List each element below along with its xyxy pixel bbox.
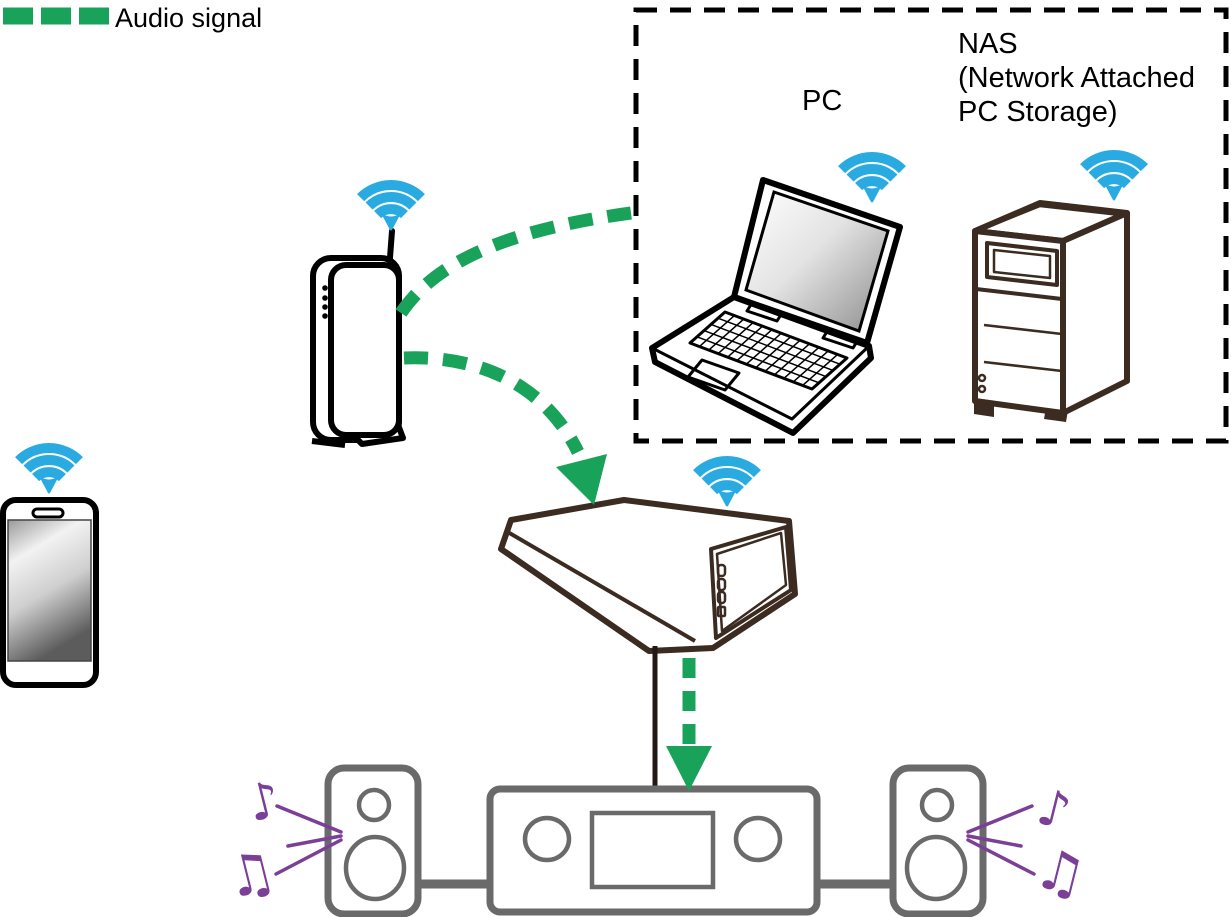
keyboard-key-line bbox=[755, 336, 792, 369]
player-side-panel-inner bbox=[715, 531, 788, 633]
audio-signal-arc-to-player bbox=[403, 351, 584, 455]
nas-label-line2: (Network Attached bbox=[958, 62, 1195, 94]
nas-top-bezel-line bbox=[982, 204, 1121, 231]
wifi-icon bbox=[697, 461, 758, 506]
receiver-knob-right bbox=[733, 815, 783, 863]
nas-front-divider bbox=[975, 287, 1063, 301]
player-front-crease bbox=[504, 529, 697, 643]
laptop-screen bbox=[744, 190, 890, 333]
keyboard-key-line bbox=[717, 317, 841, 365]
laptop-hinge-tab bbox=[821, 328, 860, 350]
keyboard-key-line bbox=[764, 339, 801, 372]
legend: Audio signal bbox=[3, 3, 262, 33]
music-note-icon: ♫ bbox=[218, 837, 282, 912]
keyboard-key-line bbox=[736, 329, 773, 362]
laptop-deck-edge bbox=[651, 344, 871, 421]
keyboard-key-line bbox=[703, 329, 827, 378]
receiver-display bbox=[589, 810, 716, 890]
router-led bbox=[322, 304, 328, 310]
smartphone bbox=[0, 448, 99, 688]
player-body bbox=[498, 497, 798, 654]
nas-led bbox=[977, 373, 987, 383]
keyboard-key-line bbox=[802, 353, 839, 387]
router-led bbox=[322, 313, 328, 319]
player-button bbox=[716, 605, 727, 618]
left-speaker-woofer bbox=[343, 834, 407, 902]
legend-label: Audio signal bbox=[115, 3, 262, 33]
laptop-touchpad bbox=[686, 358, 741, 392]
network-audio-player bbox=[498, 461, 798, 654]
wifi-icon bbox=[19, 448, 80, 493]
nas-drive-bay-inner bbox=[992, 248, 1052, 280]
music-note-icon: ♪ bbox=[1032, 778, 1077, 842]
phone-earpiece bbox=[31, 507, 65, 519]
audio-signal-arrowhead bbox=[556, 454, 607, 505]
wifi-icon bbox=[842, 157, 903, 202]
audio-system bbox=[324, 764, 987, 917]
sound-line bbox=[274, 838, 343, 876]
keyboard-key-line bbox=[696, 336, 820, 384]
keyboard-key-line bbox=[792, 350, 829, 383]
phone-screen bbox=[7, 519, 92, 662]
nas-label-line1: NAS bbox=[958, 28, 1018, 60]
wifi-icon bbox=[361, 185, 422, 230]
sound-line bbox=[966, 804, 1034, 834]
nas-label-line3: PC Storage) bbox=[958, 96, 1118, 128]
sound-line bbox=[966, 834, 1023, 848]
keyboard-key-line bbox=[773, 343, 810, 376]
sound-line bbox=[966, 838, 1036, 876]
audio-signal-arc-to-box bbox=[395, 206, 632, 317]
keyboard-key-line bbox=[783, 346, 820, 379]
router-front-face bbox=[328, 262, 402, 438]
router-led bbox=[322, 285, 328, 291]
keyboard-key-line bbox=[717, 322, 754, 355]
laptop-hinge-tab bbox=[745, 301, 784, 323]
keyboard-key-line bbox=[727, 325, 764, 358]
music-note-icon: ♪ bbox=[241, 770, 286, 834]
player-button bbox=[716, 590, 727, 605]
nas-label: NAS (Network Attached PC Storage) bbox=[958, 28, 1195, 128]
nas-drive-bay-bezel bbox=[985, 241, 1059, 287]
player-side-panel bbox=[709, 525, 793, 640]
laptop-keyboard-grid bbox=[696, 314, 841, 387]
pc-label: PC bbox=[802, 85, 842, 117]
wifi-icon bbox=[1084, 155, 1145, 200]
nas-server bbox=[972, 155, 1145, 422]
nas-side-face bbox=[1060, 210, 1130, 416]
nas-led bbox=[977, 384, 987, 394]
right-speaker-woofer bbox=[904, 834, 968, 902]
sound-output-right: ♪ ♫ bbox=[966, 778, 1093, 911]
sound-output-left: ♪ ♫ bbox=[218, 770, 343, 913]
keyboard-key-line bbox=[745, 332, 782, 365]
keyboard-key-line bbox=[708, 318, 745, 351]
nas-bay-line bbox=[983, 323, 1063, 336]
left-speaker-tweeter bbox=[356, 787, 392, 823]
router-foot-line bbox=[311, 438, 346, 448]
sound-line bbox=[275, 804, 343, 834]
sound-line bbox=[286, 834, 343, 848]
nas-bay-line bbox=[983, 360, 1063, 373]
laptop-keyboard bbox=[688, 310, 849, 391]
router-led bbox=[322, 295, 328, 301]
right-speaker-tweeter bbox=[919, 787, 955, 823]
audio-signal-arrowhead bbox=[666, 746, 712, 791]
wireless-router bbox=[310, 185, 422, 448]
receiver-knob-left bbox=[522, 815, 572, 863]
laptop-pc bbox=[649, 157, 903, 436]
player-button bbox=[716, 577, 727, 592]
music-note-icon: ♫ bbox=[1028, 835, 1092, 910]
keyboard-key-line bbox=[698, 314, 735, 348]
keyboard-key-line bbox=[710, 323, 834, 372]
player-button bbox=[716, 563, 727, 578]
